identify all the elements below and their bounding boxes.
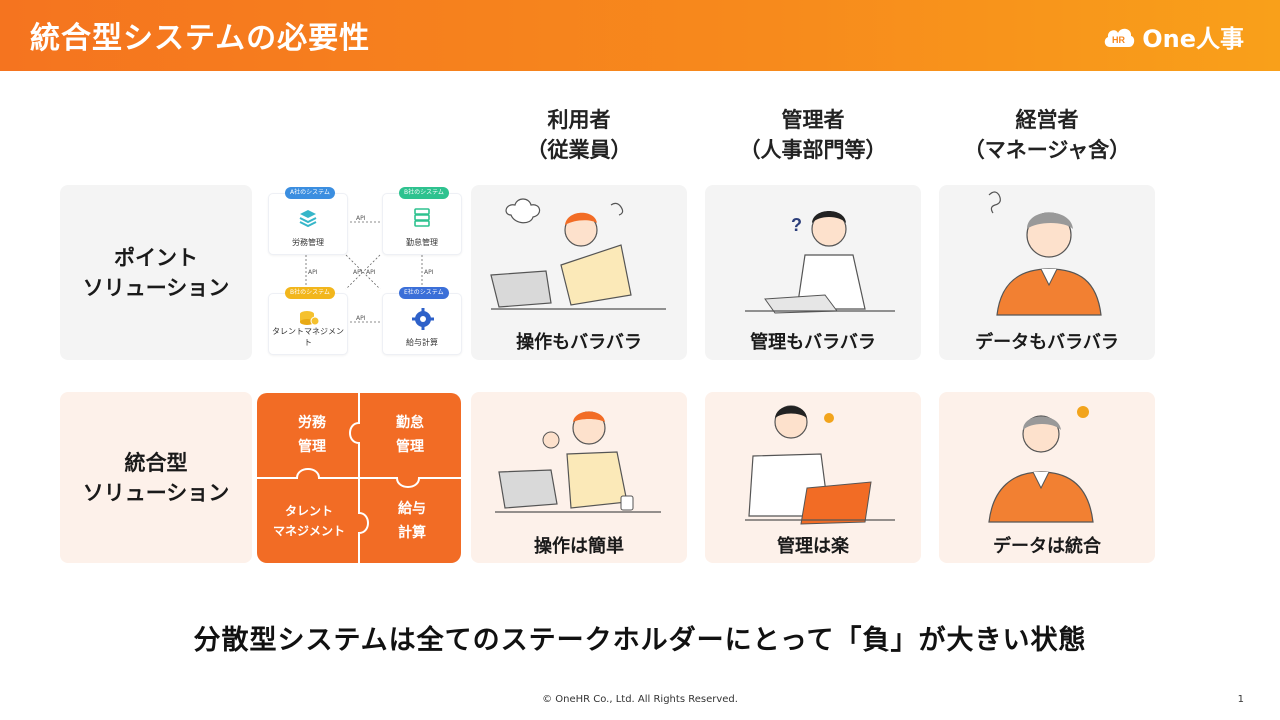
database-icon — [414, 208, 430, 227]
caption-exec-point: データもバラバラ — [975, 332, 1119, 353]
row-label-card-point — [60, 185, 252, 360]
card-admin-integrated: 管理は楽 — [705, 392, 921, 563]
page-number: 1 — [1237, 694, 1244, 705]
happy-worker-illustration — [495, 411, 661, 513]
svg-text:?: ? — [791, 215, 802, 235]
row-label-integrated: 統合型ソリューション — [82, 450, 230, 505]
api-label: API — [353, 269, 363, 276]
api-label: API — [356, 315, 366, 322]
card-exec-integrated: データは統合 — [939, 392, 1155, 563]
system-card-payroll: E社のシステム 給与計算 — [382, 287, 462, 355]
caption-user-integrated: 操作は簡単 — [534, 536, 624, 557]
puzzle-seams — [257, 393, 461, 563]
column-header-executive: 経営者（マネージャ含） — [963, 108, 1131, 162]
caption-exec-integrated: データは統合 — [993, 536, 1101, 557]
column-header-user: 利用者（従業員） — [526, 108, 632, 162]
page-title: 統合型システムの必要性 — [30, 21, 371, 56]
idea-admin-illustration — [745, 405, 895, 525]
idea-executive-illustration — [988, 406, 1094, 523]
puzzle-piece-attendance: 勤怠管理 — [396, 415, 424, 455]
logo-text: One人事 — [1142, 24, 1244, 53]
confused-worker-illustration — [490, 198, 666, 310]
summary-message: 分散型システムは全てのステークホルダーにとって「負」が大きい状態 — [193, 625, 1087, 656]
layers-icon — [299, 210, 317, 228]
api-label: API — [366, 269, 376, 276]
puzzle-piece-labor: 労務管理 — [298, 415, 326, 455]
thinking-admin-illustration: ? — [745, 211, 895, 314]
caption-user-point: 操作もバラバラ — [516, 332, 642, 353]
row-label-point: ポイントソリューション — [82, 245, 230, 300]
card-user-point: 操作もバラバラ — [471, 185, 687, 360]
column-header-admin: 管理者（人事部門等） — [739, 108, 887, 162]
card-admin-point: ? 管理もバラバラ — [705, 185, 921, 360]
api-label: API — [356, 215, 366, 222]
worried-executive-illustration — [988, 191, 1102, 316]
diagram-connectors — [305, 221, 423, 323]
caption-admin-integrated: 管理は楽 — [777, 536, 849, 557]
puzzle-piece-talent: タレントマネジメント — [272, 504, 345, 538]
point-solution-diagram: API API API API API API A社のシステム 労務管理 B社の… — [260, 185, 465, 360]
svg-text:HR: HR — [1112, 35, 1125, 45]
hr-cloud-icon: HR — [1105, 28, 1135, 47]
card-exec-point: データもバラバラ — [939, 185, 1155, 360]
system-card-attendance: B社のシステム 勤怠管理 — [382, 187, 462, 255]
api-label: API — [424, 269, 434, 276]
integrated-puzzle: 労務管理 勤怠管理 タレントマネジメント 給与計算 — [257, 393, 461, 563]
caption-admin-point: 管理もバラバラ — [750, 332, 876, 353]
coins-icon — [300, 311, 320, 326]
header-bar: 統合型システムの必要性 HR One人事 — [0, 0, 1280, 71]
system-card-labor: A社のシステム 労務管理 — [268, 187, 348, 255]
system-card-talent: B社のシステム タレントマネジメント — [268, 287, 348, 355]
puzzle-piece-payroll: 給与計算 — [398, 501, 426, 541]
api-label: API — [308, 269, 318, 276]
card-user-integrated: 操作は簡単 — [471, 392, 687, 563]
gear-icon — [412, 308, 434, 330]
onehr-logo: HR One人事 — [1102, 20, 1244, 53]
row-label-card-integrated — [60, 392, 252, 563]
copyright-footer: © OneHR Co., Ltd. All Rights Reserved. — [542, 694, 738, 705]
